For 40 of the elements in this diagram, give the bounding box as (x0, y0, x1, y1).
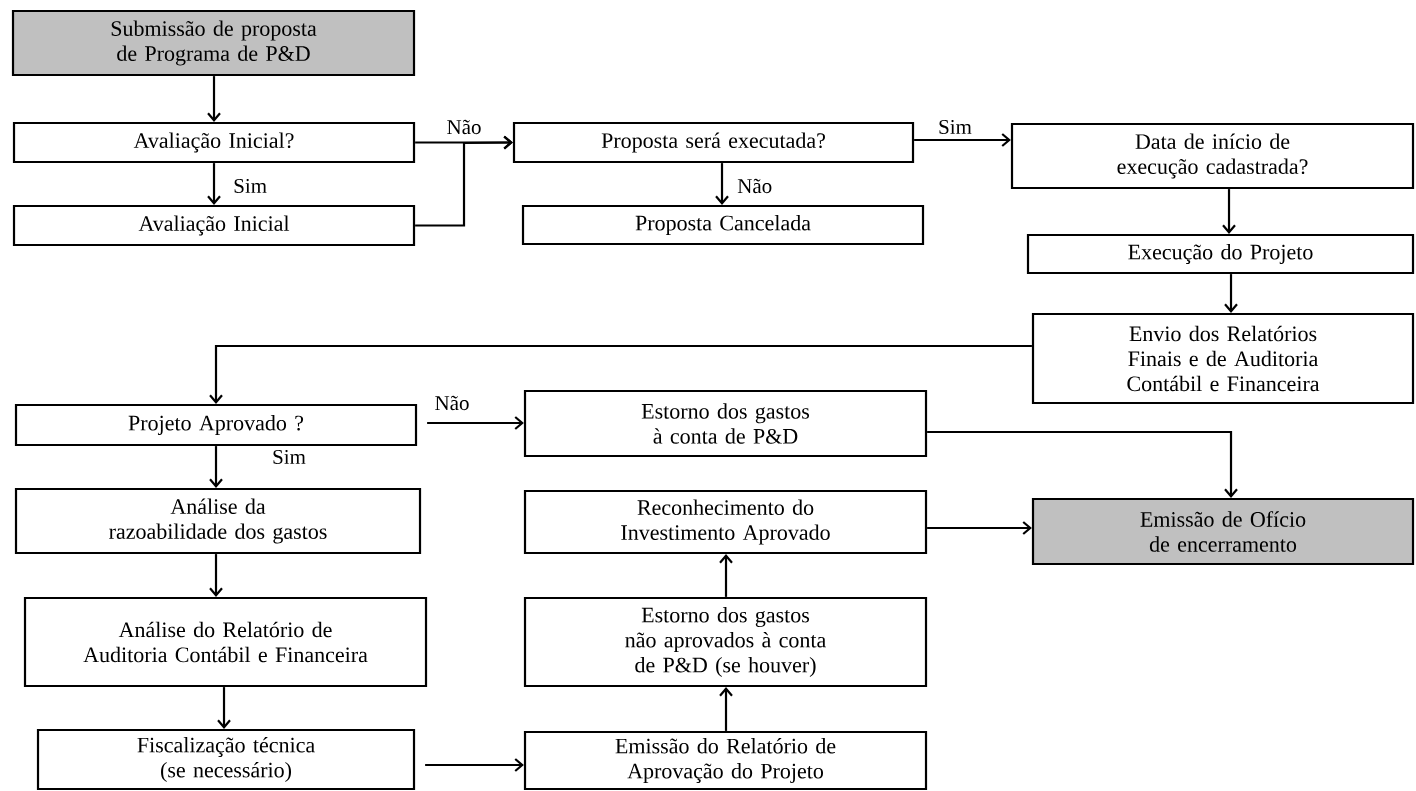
process-box: Envio dos Relatórios Finais e de Auditoria Contábil e Financeira (1031, 312, 1415, 405)
edge-label: Não (435, 395, 469, 411)
process-box: Estorno dos gastos não aprovados à conta de P&D (se houver) (523, 596, 928, 688)
arrow (1222, 189, 1236, 234)
process-box: Emissão de Ofício de encerramento (1031, 497, 1415, 566)
arrow (914, 133, 1011, 147)
edge-label: Sim (939, 119, 972, 135)
arrow (425, 758, 524, 772)
process-box: Fiscalização técnica (se necessário) (36, 728, 416, 791)
arrow (415, 135, 513, 227)
edge-label: Sim (234, 178, 267, 194)
process-box: Proposta será executada? (512, 121, 915, 164)
process-box: Proposta Cancelada (521, 204, 925, 246)
process-box: Projeto Aprovado ? (14, 403, 418, 447)
arrow (209, 344, 1032, 404)
process-box: Emissão do Relatório de Aprovação do Projeto (523, 730, 928, 791)
arrow (207, 163, 221, 205)
process-box: Data de início de execução cadastrada? (1010, 122, 1415, 190)
arrow (719, 687, 733, 731)
process-box: Avaliação Inicial (12, 204, 416, 247)
process-box: Avaliação Inicial? (12, 121, 416, 164)
arrow (927, 430, 1238, 498)
process-box: Submissão de proposta de Programa de P&D (11, 9, 416, 77)
process-box: Reconhecimento do Investimento Aprovado (523, 489, 928, 555)
edge-label: Não (737, 178, 772, 194)
process-box: Execução do Projeto (1026, 233, 1415, 275)
arrow (427, 416, 524, 430)
arrow (209, 554, 223, 597)
edge-label: Não (447, 119, 481, 135)
arrow (927, 521, 1032, 535)
arrow (719, 554, 733, 597)
arrow (209, 446, 223, 488)
edge-label: Sim (273, 449, 306, 465)
process-box: Análise do Relatório de Auditoria Contábil e Financeira (23, 596, 428, 688)
process-box: Análise da razoabilidade dos gastos (14, 487, 422, 555)
arrow (217, 687, 231, 729)
arrow (715, 163, 729, 205)
arrow (1224, 274, 1238, 313)
process-box: Estorno dos gastos à conta de P&D (523, 389, 928, 458)
arrow (207, 76, 221, 122)
